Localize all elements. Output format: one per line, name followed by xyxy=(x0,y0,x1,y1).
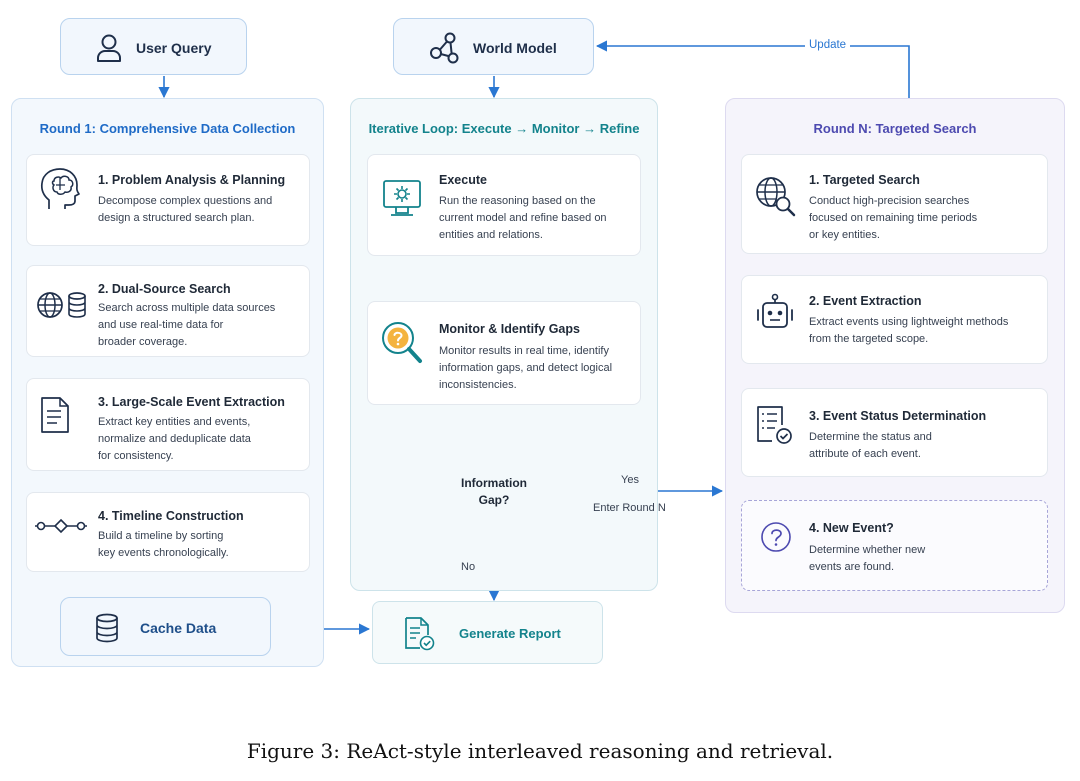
user-icon xyxy=(97,34,121,62)
round1-title: Round 1: Comprehensive Data Collection xyxy=(39,121,296,136)
user-query-node: User Query xyxy=(60,18,247,75)
step-description: Extract events using lightweight methods… xyxy=(809,316,1009,345)
step-title: 1. Targeted Search xyxy=(809,173,920,187)
report-check-icon xyxy=(405,617,435,651)
step-title: 1. Problem Analysis & Planning xyxy=(98,173,286,187)
generate-report-label: Generate Report xyxy=(459,626,561,641)
brain-head-icon xyxy=(40,168,80,209)
globe-search-icon xyxy=(756,177,796,217)
update-label: Update xyxy=(805,39,851,51)
robot-icon xyxy=(757,293,793,328)
user-query-label: User Query xyxy=(136,40,212,56)
roundn-step-card: 1. Targeted Search Conduct high-precisio… xyxy=(741,154,1048,254)
step-title: 4. Timeline Construction xyxy=(98,509,244,523)
world-model-label: World Model xyxy=(473,40,557,56)
yes-label: Yes xyxy=(621,474,639,486)
timeline-icon xyxy=(35,518,87,534)
step-title: 2. Dual-Source Search xyxy=(98,282,231,296)
step-title: 2. Event Extraction xyxy=(809,294,922,308)
figure-caption: Figure 3: ReAct-style interleaved reason… xyxy=(246,739,834,763)
database-icon xyxy=(96,613,118,643)
monitor-gear-icon xyxy=(383,180,421,216)
step-title: 4. New Event? xyxy=(809,521,894,535)
magnifier-question-icon xyxy=(382,322,422,363)
checklist-icon xyxy=(757,406,792,444)
arrow-update-to-worldmodel xyxy=(595,40,910,98)
loop-title: Iterative Loop: Execute → Monitor → Refi… xyxy=(368,121,640,136)
world-model-node: World Model xyxy=(393,18,594,75)
enter-round-label: Enter Round N xyxy=(593,502,666,514)
round1-step-card: 2. Dual-Source Search Search across mult… xyxy=(26,265,310,357)
no-label: No xyxy=(461,561,476,573)
execute-title: Execute xyxy=(439,173,487,187)
round1-step-card: 4. Timeline Construction Build a timelin… xyxy=(26,492,310,572)
network-icon xyxy=(430,32,459,64)
roundn-title: Round N: Targeted Search xyxy=(813,121,977,136)
round1-step-card: 3. Large-Scale Event Extraction Extract … xyxy=(26,378,310,471)
monitor-card: Monitor & Identify Gaps Monitor results … xyxy=(367,301,641,405)
globe-database-icon xyxy=(37,292,86,318)
roundn-step-card: 2. Event Extraction Extract events using… xyxy=(741,275,1048,364)
step-title: 3. Large-Scale Event Extraction xyxy=(98,395,285,409)
generate-report-node: Generate Report xyxy=(372,601,603,664)
monitor-title: Monitor & Identify Gaps xyxy=(439,322,580,336)
cache-data-label: Cache Data xyxy=(140,620,217,636)
roundn-step-card: 3. Event Status Determination Determine … xyxy=(741,388,1048,477)
document-list-icon xyxy=(41,397,69,433)
cache-data-node: Cache Data xyxy=(60,597,271,656)
round1-step-card: 1. Problem Analysis & Planning Decompose… xyxy=(26,154,310,246)
step-description: Extract key entities and events,normaliz… xyxy=(98,416,251,462)
question-circle-icon xyxy=(761,522,791,552)
step-title: 3. Event Status Determination xyxy=(809,409,987,423)
